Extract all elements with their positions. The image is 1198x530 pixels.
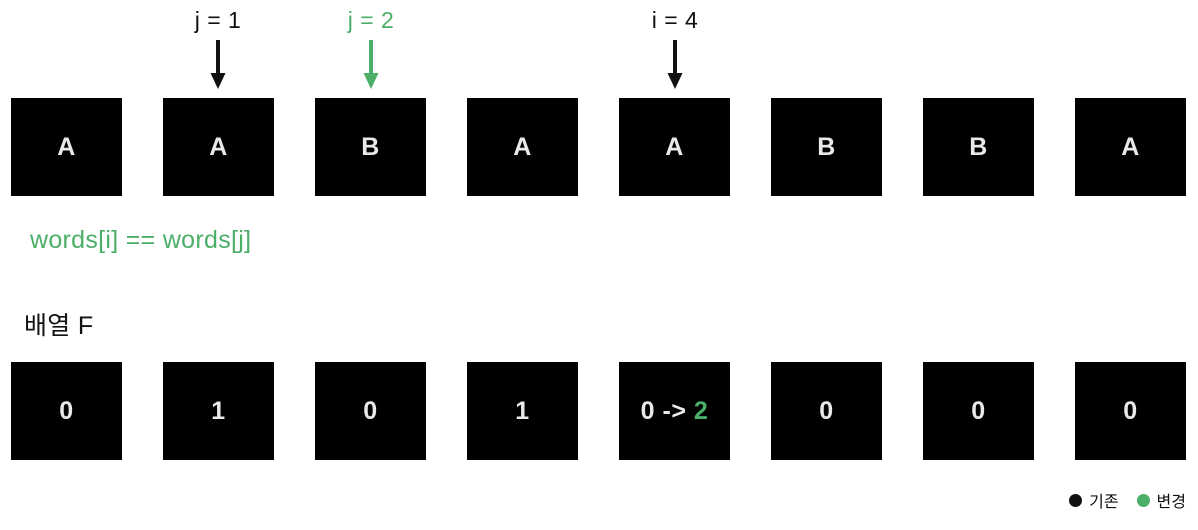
f-cell: 0 (771, 362, 882, 460)
pointer-j2: j = 2 (311, 6, 431, 90)
legend-item-changed: 변경 (1136, 488, 1186, 512)
down-arrow-icon (311, 40, 431, 90)
legend-item-existing: 기존 (1069, 488, 1119, 512)
f-cell: 0 (11, 362, 122, 460)
words-cell: B (923, 98, 1034, 196)
words-cell-value: B (361, 132, 380, 161)
pointer-label: j = 1 (194, 7, 242, 33)
legend-dot-icon (1069, 493, 1083, 507)
f-cell-value: 0 (59, 396, 74, 425)
words-cell: A (619, 98, 730, 196)
f-cell-value: 0 (819, 396, 834, 425)
array-label: 배열 F (24, 312, 94, 340)
f-cell: 0 (923, 362, 1034, 460)
pointer-i4: i = 4 (615, 6, 735, 90)
legend-dot-icon (1136, 493, 1150, 507)
f-cell-old-value: 0 -> (640, 396, 694, 425)
f-cell-value: 1 (211, 396, 226, 425)
f-cell: 1 (163, 362, 274, 460)
f-cell: 1 (467, 362, 578, 460)
pointer-label: j = 2 (347, 7, 395, 33)
legend: 기존 변경 (1069, 488, 1186, 512)
words-cell: A (163, 98, 274, 196)
words-cell: B (315, 98, 426, 196)
f-cell: 0 (1075, 362, 1186, 460)
words-cell-value: A (209, 132, 228, 161)
words-cell-value: B (969, 132, 988, 161)
f-cell-value: 0 -> 2 (641, 397, 709, 426)
words-cell-value: A (665, 132, 684, 161)
f-cell-new-value: 2 (693, 396, 709, 425)
f-cell-value: 0 (363, 396, 378, 425)
pointer-j1: j = 1 (158, 6, 278, 90)
f-cell-updated: 0 -> 2 (619, 362, 730, 460)
f-cell-value: 0 (971, 396, 986, 425)
f-cell: 0 (315, 362, 426, 460)
words-cell-value: A (57, 132, 76, 161)
words-cell-value: B (817, 132, 836, 161)
legend-label: 변경 (1156, 494, 1186, 511)
words-cell-value: A (513, 132, 532, 161)
condition-text: words[i] == words[j] (30, 226, 252, 254)
down-arrow-icon (615, 40, 735, 90)
f-cell-value: 1 (515, 396, 530, 425)
words-cell: B (771, 98, 882, 196)
f-cell-value: 0 (1123, 396, 1138, 425)
legend-label: 기존 (1089, 494, 1119, 511)
words-cell: A (1075, 98, 1186, 196)
words-cell: A (467, 98, 578, 196)
pointer-label: i = 4 (651, 7, 699, 33)
words-cell: A (11, 98, 122, 196)
down-arrow-icon (158, 40, 278, 90)
words-cell-value: A (1121, 132, 1140, 161)
